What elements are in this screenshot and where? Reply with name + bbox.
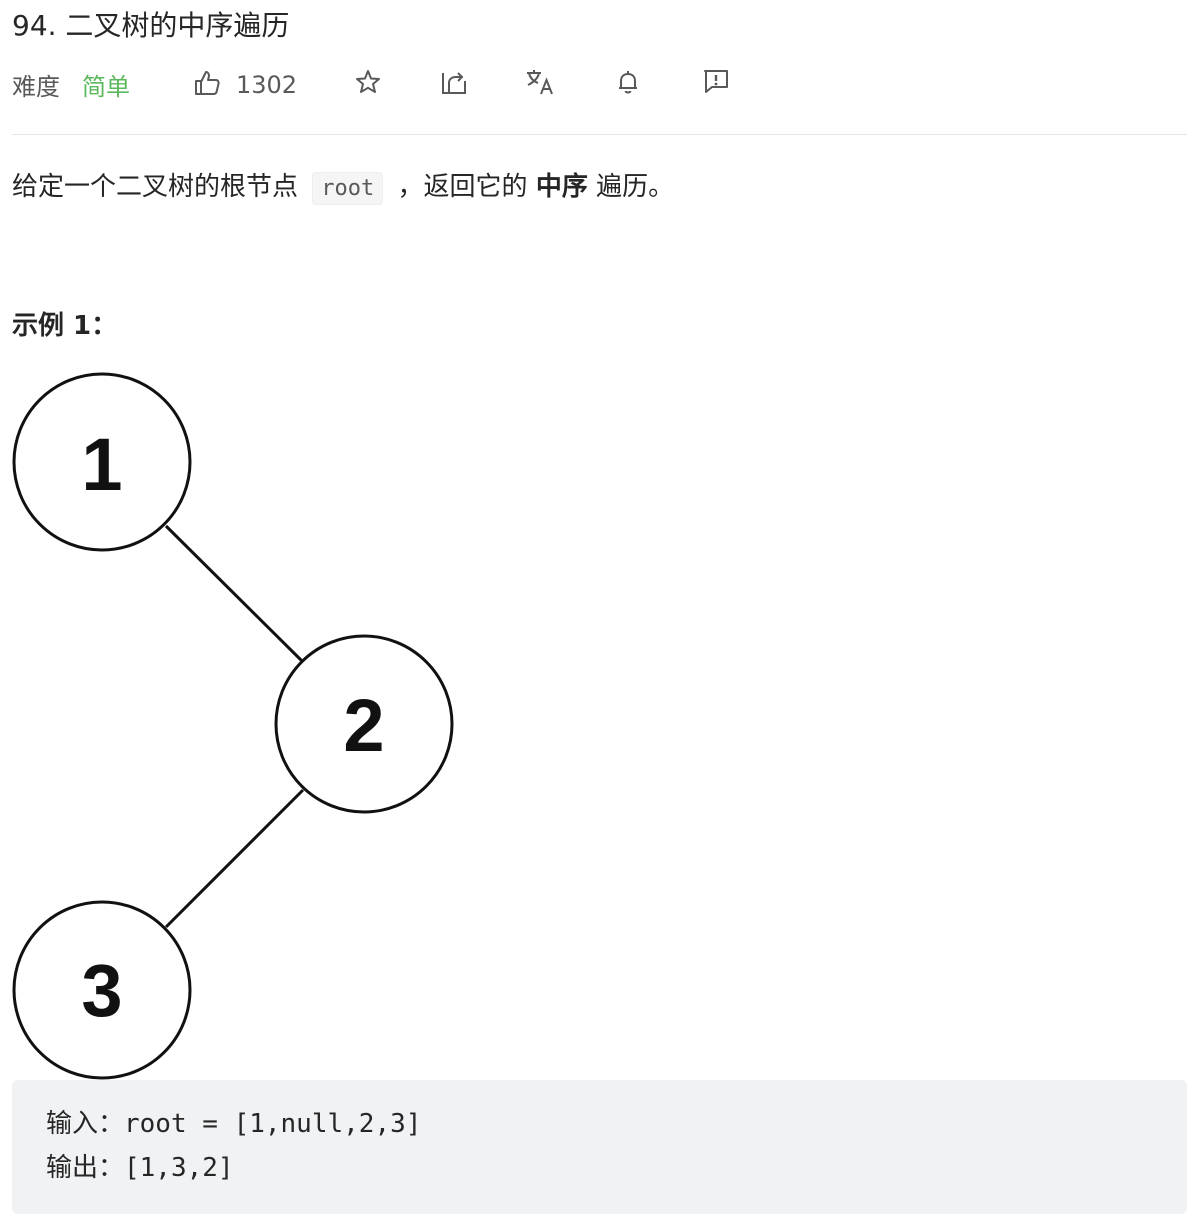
description-middle: ，返回它的 <box>397 172 528 202</box>
tree-edge-2-3 <box>164 788 305 929</box>
tree-node-3 <box>12 900 192 1080</box>
description-suffix: 遍历。 <box>596 172 675 202</box>
thumbs-up-icon <box>192 68 222 102</box>
share-button[interactable] <box>438 68 470 100</box>
page-title: 94. 二叉树的中序遍历 <box>12 9 290 42</box>
tree-node-2 <box>274 634 454 814</box>
like-button[interactable]: 1302 <box>192 68 297 102</box>
description-prefix: 给定一个二叉树的根节点 <box>12 172 299 202</box>
inline-code-root: root <box>312 172 384 205</box>
share-icon <box>439 67 469 101</box>
tree-node-label: 1 <box>81 423 122 506</box>
tree-node-label: 3 <box>81 949 122 1032</box>
bell-icon <box>614 68 642 100</box>
tree-edge-1-2 <box>164 524 305 664</box>
star-icon <box>354 68 382 100</box>
example-title: 示例 1： <box>12 311 118 341</box>
problem-description: 给定一个二叉树的根节点 root ，返回它的 中序 遍历。 <box>12 166 674 210</box>
translate-button[interactable] <box>524 68 556 100</box>
problem-toolbar: 难度 简单 1302 <box>12 62 1182 106</box>
translate-icon <box>524 66 556 102</box>
feedback-icon <box>701 67 731 101</box>
example-output: 输出：[1,3,2] <box>46 1153 234 1183</box>
example-input: 输入：root = [1,null,2,3] <box>46 1109 422 1139</box>
tree-node-1 <box>12 372 192 552</box>
description-emphasis: 中序 <box>535 172 588 202</box>
difficulty-label: 难度 <box>12 72 60 101</box>
subscribe-button[interactable] <box>612 68 644 100</box>
feedback-button[interactable] <box>700 68 732 100</box>
favorite-button[interactable] <box>352 68 384 100</box>
difficulty-badge: 简单 <box>82 72 130 101</box>
binary-tree-diagram: 1 2 3 <box>12 372 454 1080</box>
example-code-block: 输入：root = [1,null,2,3] 输出：[1,3,2] <box>12 1080 1187 1214</box>
like-count: 1302 <box>236 71 298 99</box>
header-divider <box>12 134 1187 135</box>
tree-node-label: 2 <box>343 684 384 767</box>
